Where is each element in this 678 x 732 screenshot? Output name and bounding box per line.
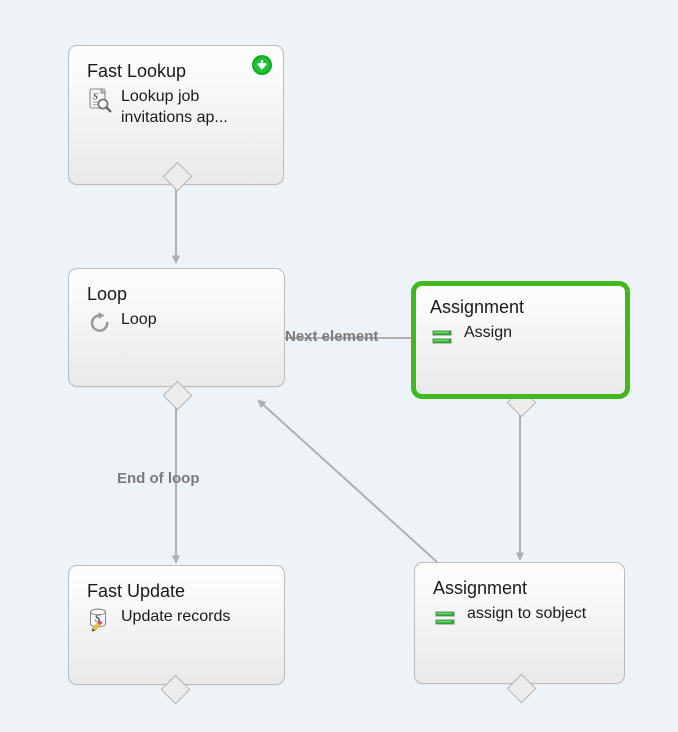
node-fast-lookup[interactable]: Fast Lookup S Lookup job invitations ap.… [68,45,284,185]
node-title: Loop [87,284,128,304]
node-title: Assignment [433,578,528,598]
svg-text:S: S [95,614,101,625]
edge-label-next-element: Next element [285,328,379,345]
node-loop[interactable]: Loop Loop [68,268,285,387]
edge-sobject-back-to-loop [257,399,438,563]
record-update-icon: S [87,607,113,633]
node-assignment-assign[interactable]: Assignment Assign [411,281,630,399]
loop-icon [87,310,113,336]
record-lookup-icon: S [87,87,113,113]
assignment-icon [433,604,459,630]
node-subtitle: assign to sobject [467,605,587,622]
node-assignment-sobject[interactable]: Assignment assign to sobject [414,562,625,684]
assignment-icon [430,323,456,349]
start-element-badge [251,54,273,76]
node-subtitle: Update records [121,608,231,625]
node-title: Fast Update [87,581,186,601]
node-fast-update[interactable]: Fast Update S Update records [68,565,285,685]
node-title: Fast Lookup [87,61,187,81]
node-title: Assignment [430,297,525,317]
edge-label-end-of-loop: End of loop [117,470,200,487]
node-subtitle: Lookup job invitations ap... [121,88,228,126]
node-subtitle: Assign [464,324,513,341]
node-subtitle: Loop [121,311,157,328]
svg-text:S: S [93,92,98,102]
